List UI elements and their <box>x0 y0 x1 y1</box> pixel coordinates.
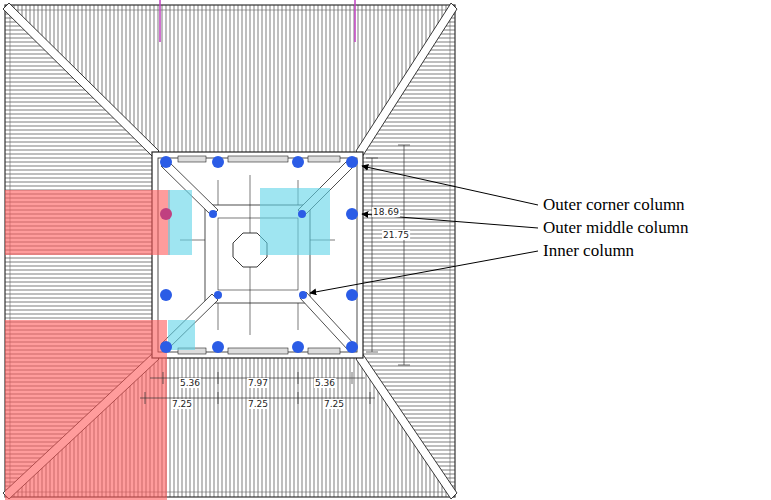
dimension-text: 5.36 <box>314 378 336 388</box>
dimension-line <box>140 145 410 404</box>
inner-column <box>209 210 307 299</box>
dimension-text: 7.25 <box>247 399 269 409</box>
dimension-text: 7.97 <box>247 378 269 388</box>
cyan-region <box>168 188 330 350</box>
marker-line <box>159 0 161 42</box>
marker-line <box>354 0 356 42</box>
red-region <box>5 190 170 500</box>
callout-label: Inner column <box>543 241 634 261</box>
callout-label: Outer corner column <box>543 195 685 215</box>
floor-plan <box>152 152 363 358</box>
dimension-text: 5.36 <box>179 378 201 388</box>
hip-ridge <box>3 3 457 499</box>
diagonal-beam <box>161 160 354 350</box>
dimension-text: 18.69 <box>372 207 400 217</box>
leader-line <box>310 166 538 293</box>
dimension-text: 21.75 <box>382 230 410 240</box>
callout-label: Outer middle column <box>543 218 688 238</box>
dimension-text: 7.25 <box>171 399 193 409</box>
outer-column <box>160 156 358 353</box>
dimension-text: 7.25 <box>323 399 345 409</box>
